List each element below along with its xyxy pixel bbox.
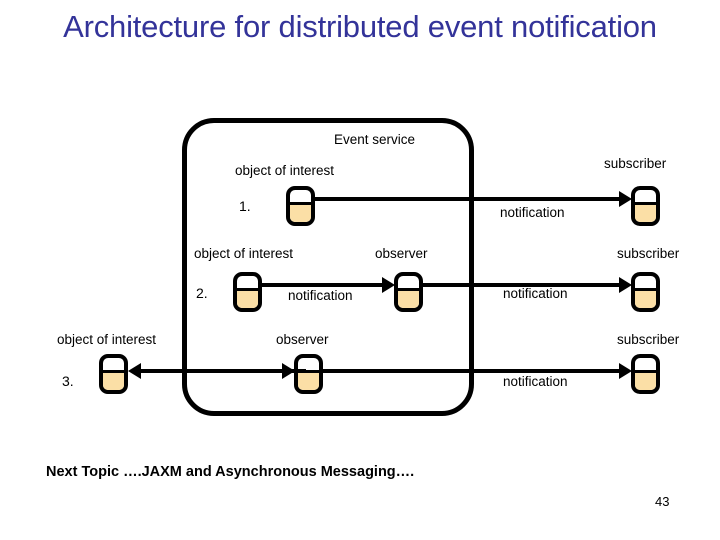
row3-edge2-arrowhead-right <box>619 363 632 379</box>
row3-node-label-observer: observer <box>276 332 329 347</box>
row1-edge-line <box>314 197 624 201</box>
event-service-label: Event service <box>334 132 416 147</box>
row3-observer-node[interactable] <box>294 354 323 394</box>
row2-edge1-line <box>261 283 386 287</box>
row3-edge2-label-notification: notification <box>503 374 568 389</box>
row2-object-of-interest-node[interactable] <box>233 272 262 312</box>
row1-node-label-object-of-interest: object of interest <box>235 163 335 178</box>
row2-edge2-line <box>422 283 624 287</box>
row3-subscriber-node[interactable] <box>631 354 660 394</box>
row2-node-label-object-of-interest: object of interest <box>194 246 294 261</box>
step-number-1: 1. <box>239 198 251 214</box>
object-divider <box>635 288 656 291</box>
object-fill <box>290 205 311 222</box>
row3-edge1-line <box>141 369 306 373</box>
object-fill <box>635 291 656 308</box>
event-service-container <box>182 118 474 416</box>
step-number-3: 3. <box>62 373 74 389</box>
object-divider <box>398 288 419 291</box>
row3-node-label-subscriber: subscriber <box>617 332 680 347</box>
row2-subscriber-node[interactable] <box>631 272 660 312</box>
row2-edge1-arrowhead-right <box>382 277 395 293</box>
step-number-2: 2. <box>196 285 208 301</box>
object-fill <box>635 205 656 222</box>
row1-edge-arrowhead-right <box>619 191 632 207</box>
footer-next-topic: Next Topic ….JAXM and Asynchronous Messa… <box>46 464 415 480</box>
row1-subscriber-node[interactable] <box>631 186 660 226</box>
row2-edge2-label-notification: notification <box>503 286 568 301</box>
page-title: Architecture for distributed event notif… <box>63 9 657 44</box>
row2-edge1-label-notification: notification <box>288 288 353 303</box>
object-divider <box>635 370 656 373</box>
row2-node-label-subscriber: subscriber <box>617 246 680 261</box>
row2-observer-node[interactable] <box>394 272 423 312</box>
object-fill <box>298 373 319 390</box>
row3-edge1-arrowhead-left <box>128 363 141 379</box>
object-fill <box>103 373 124 390</box>
object-fill <box>635 373 656 390</box>
row1-edge-label-notification: notification <box>500 205 565 220</box>
row3-edge2-line <box>322 369 624 373</box>
object-fill <box>237 291 258 308</box>
page-number: 43 <box>655 494 670 509</box>
row1-node-label-subscriber: subscriber <box>604 156 667 171</box>
object-fill <box>398 291 419 308</box>
object-divider <box>103 370 124 373</box>
object-divider <box>290 202 311 205</box>
row3-object-of-interest-node[interactable] <box>99 354 128 394</box>
row1-object-of-interest-node[interactable] <box>286 186 315 226</box>
object-divider <box>635 202 656 205</box>
row2-edge2-arrowhead-right <box>619 277 632 293</box>
object-divider <box>237 288 258 291</box>
row3-edge-into-observer-arrowhead-right <box>282 363 295 379</box>
row3-node-label-object-of-interest: object of interest <box>57 332 157 347</box>
object-divider <box>298 370 319 373</box>
row2-node-label-observer: observer <box>375 246 428 261</box>
